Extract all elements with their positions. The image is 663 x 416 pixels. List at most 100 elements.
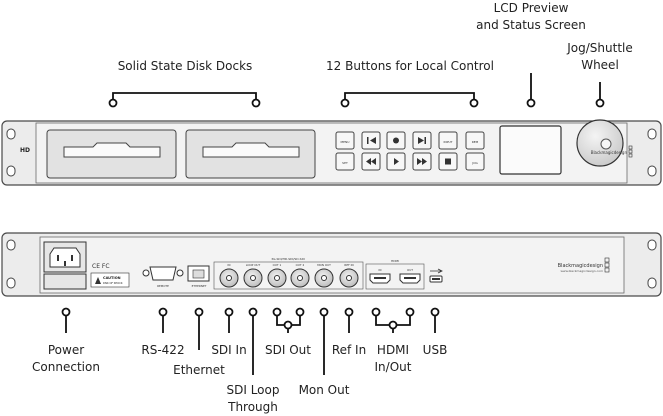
jog-shuttle-wheel[interactable] (576, 119, 624, 167)
rs422-port[interactable]: REMOTE (142, 266, 184, 288)
rewind-button[interactable] (361, 152, 381, 171)
rack-ear-right-rear (647, 239, 657, 289)
brand-logo-front: Blackmagicdesign (591, 150, 628, 155)
label-sdi-in: SDI In (211, 343, 247, 357)
rear-panel: CE FC CAUTION RISK OF SHOCK REMOTE ETHER… (1, 232, 662, 297)
svg-text:REMOTE: REMOTE (157, 284, 169, 288)
label-jog: Jog/Shuttle Wheel (567, 41, 633, 72)
callout-buttons (340, 92, 479, 108)
label-usb: USB (422, 343, 448, 357)
next-icon (418, 137, 426, 144)
svg-text:OUT 2: OUT 2 (296, 263, 305, 267)
record-button[interactable] (386, 131, 406, 150)
front-panel: HD MENU INPUT (1, 119, 662, 186)
label-ref-in: Ref In (331, 343, 367, 357)
sdi-out2-connector[interactable]: OUT 2 (290, 263, 310, 288)
svg-text:OUT 1: OUT 1 (273, 263, 282, 267)
ethernet-port[interactable]: ETHERNET (187, 265, 210, 288)
sdi-in-connector[interactable]: IN (219, 263, 239, 288)
svg-text:HDMI: HDMI (391, 259, 399, 263)
svg-text:ETHERNET: ETHERNET (192, 284, 207, 288)
svg-text:LOOP OUT: LOOP OUT (246, 263, 261, 267)
svg-text:OUT: OUT (407, 268, 413, 272)
callout-sdi-in (224, 307, 234, 333)
menu-button[interactable]: MENU (335, 131, 355, 150)
ce-mark: CE FC (92, 263, 110, 270)
callout-rs422 (158, 307, 168, 333)
input-button[interactable]: INPUT (438, 131, 458, 150)
stop-icon (445, 158, 451, 165)
callouts (61, 73, 605, 375)
rem-button[interactable]: REM (465, 131, 485, 150)
callout-lcd (526, 73, 536, 108)
callout-sdi-loop (248, 307, 258, 375)
svg-text:REF IN: REF IN (344, 263, 353, 267)
callout-ref-in (344, 307, 354, 333)
fast-forward-icon (417, 158, 427, 165)
fast-forward-button[interactable] (412, 152, 432, 171)
label-sdi-out: SDI Out (265, 343, 311, 357)
next-button[interactable] (412, 131, 432, 150)
svg-text:MON OUT: MON OUT (317, 263, 331, 267)
svg-text:CAUTION: CAUTION (103, 276, 121, 280)
callout-disk-docks (108, 92, 261, 108)
hdmi-in-port[interactable]: IN (369, 268, 391, 284)
set-button[interactable]: SET (335, 152, 355, 171)
play-button[interactable] (386, 152, 406, 171)
disk-dock-1[interactable] (46, 129, 177, 179)
svg-text:3G-SDI/HD-SDI/SD-SDI: 3G-SDI/HD-SDI/SD-SDI (271, 257, 305, 261)
svg-text:INPUT: INPUT (444, 140, 453, 144)
label-power: Power Connection (32, 343, 100, 374)
sdi-loop-connector[interactable]: LOOP OUT (243, 263, 263, 288)
play-icon (394, 158, 399, 165)
disk-dock-2[interactable] (185, 129, 316, 179)
jog-button[interactable]: JOG (465, 152, 485, 171)
sdi-connector-group: 3G-SDI/HD-SDI/SD-SDI (213, 257, 364, 290)
callout-power (61, 307, 71, 333)
label-hdmi: HDMI In/Out (374, 343, 412, 374)
label-mon-out: Mon Out (298, 383, 350, 397)
svg-text:IN: IN (379, 268, 382, 272)
callout-hdmi (371, 307, 415, 333)
record-icon (393, 137, 399, 144)
power-connector[interactable] (43, 241, 87, 290)
rack-ear-left-rear (6, 239, 16, 289)
label-disk-docks: Solid State Disk Docks (117, 59, 253, 73)
rack-ear-right (647, 128, 657, 177)
svg-text:MENU: MENU (341, 140, 350, 144)
callout-ethernet (194, 307, 204, 350)
label-sdi-loop: SDI Loop Through (226, 383, 280, 414)
callout-usb (430, 307, 440, 333)
label-buttons: 12 Buttons for Local Control (326, 59, 494, 73)
stop-button[interactable] (438, 152, 458, 171)
label-ethernet: Ethernet (173, 363, 225, 377)
svg-text:IN: IN (228, 263, 231, 267)
brand-mark-front-icon (628, 145, 633, 158)
callout-jog (595, 82, 605, 108)
callout-sdi-out (272, 307, 305, 333)
brand-mark-rear-icon (604, 257, 610, 273)
mon-out-connector[interactable]: MON OUT (314, 263, 334, 288)
brand-logo-rear: Blackmagicdesign (558, 263, 603, 269)
hdmi-out-port[interactable]: OUT (399, 268, 421, 284)
label-rs422: RS-422 (141, 343, 185, 357)
svg-text:REM: REM (472, 140, 479, 144)
model-logo: HD (20, 147, 30, 154)
rack-ear-left (6, 128, 16, 177)
prev-icon (367, 137, 376, 144)
lcd-screen (499, 125, 562, 175)
caution-label: CAUTION RISK OF SHOCK (90, 272, 130, 288)
svg-text:JOG: JOG (471, 161, 478, 165)
ref-in-connector[interactable]: REF IN (339, 263, 359, 288)
label-lcd: LCD Preview and Status Screen (476, 1, 586, 32)
callout-mon-out (319, 307, 329, 375)
prev-button[interactable] (361, 131, 381, 150)
rewind-icon (366, 158, 376, 165)
brand-website: www.blackmagicdesign.com (561, 269, 604, 273)
sdi-out1-connector[interactable]: OUT 1 (267, 263, 287, 288)
jog-dimple-icon (600, 138, 612, 150)
svg-text:RISK OF SHOCK: RISK OF SHOCK (103, 281, 123, 285)
usb-icon (430, 268, 443, 274)
usb-port[interactable] (429, 268, 443, 283)
